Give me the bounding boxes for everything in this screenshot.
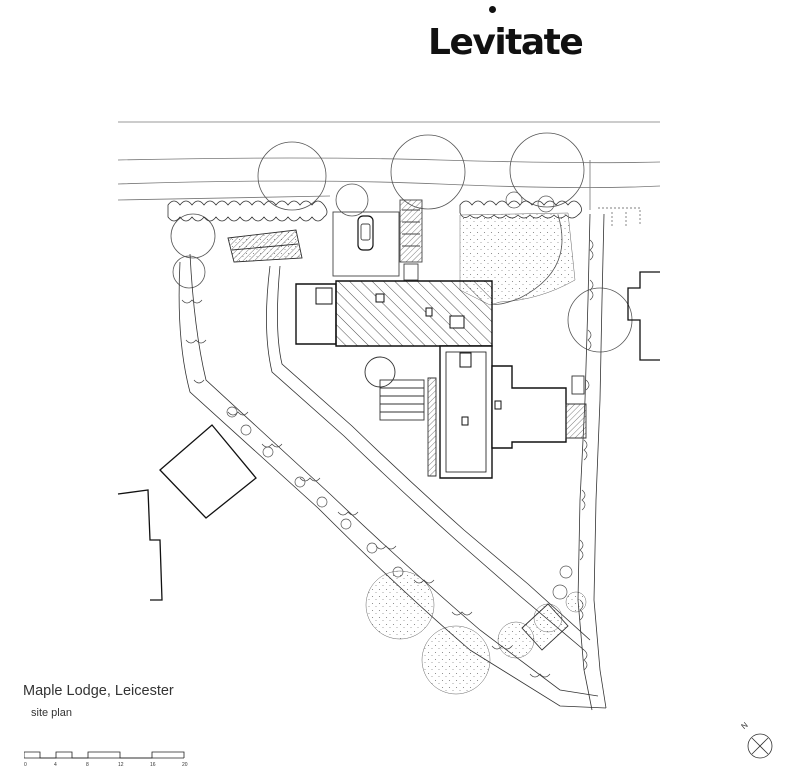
drawing-subtitle: site plan (31, 707, 72, 719)
east-gate (598, 207, 641, 228)
house (295, 280, 567, 479)
boundary-hedge (178, 213, 607, 711)
boundary-trees (226, 191, 573, 600)
garden-path (491, 214, 563, 305)
drawing-title: Maple Lodge, Leicester (23, 683, 174, 699)
road (117, 121, 661, 210)
driveway (332, 199, 423, 281)
scale-tick-12: 12 (118, 762, 124, 768)
terraces (364, 356, 587, 477)
logo-dot (489, 6, 496, 13)
scale-tick-0: 0 (24, 762, 27, 768)
scale-tick-16: 16 (150, 762, 156, 768)
neighbour-buildings (117, 271, 660, 601)
north-label: N (740, 720, 750, 731)
scale-tick-8: 8 (86, 762, 89, 768)
boundary-hedge-scallops (181, 239, 594, 678)
brand-logo: Levitate (428, 22, 584, 63)
scale-bar: 0 4 8 12 16 20 (24, 751, 188, 768)
north-arrow-icon: N (740, 720, 773, 759)
garage (227, 229, 303, 263)
garden-shed (521, 603, 569, 651)
scale-tick-4: 4 (54, 762, 57, 768)
scale-tick-20: 20 (182, 762, 188, 768)
